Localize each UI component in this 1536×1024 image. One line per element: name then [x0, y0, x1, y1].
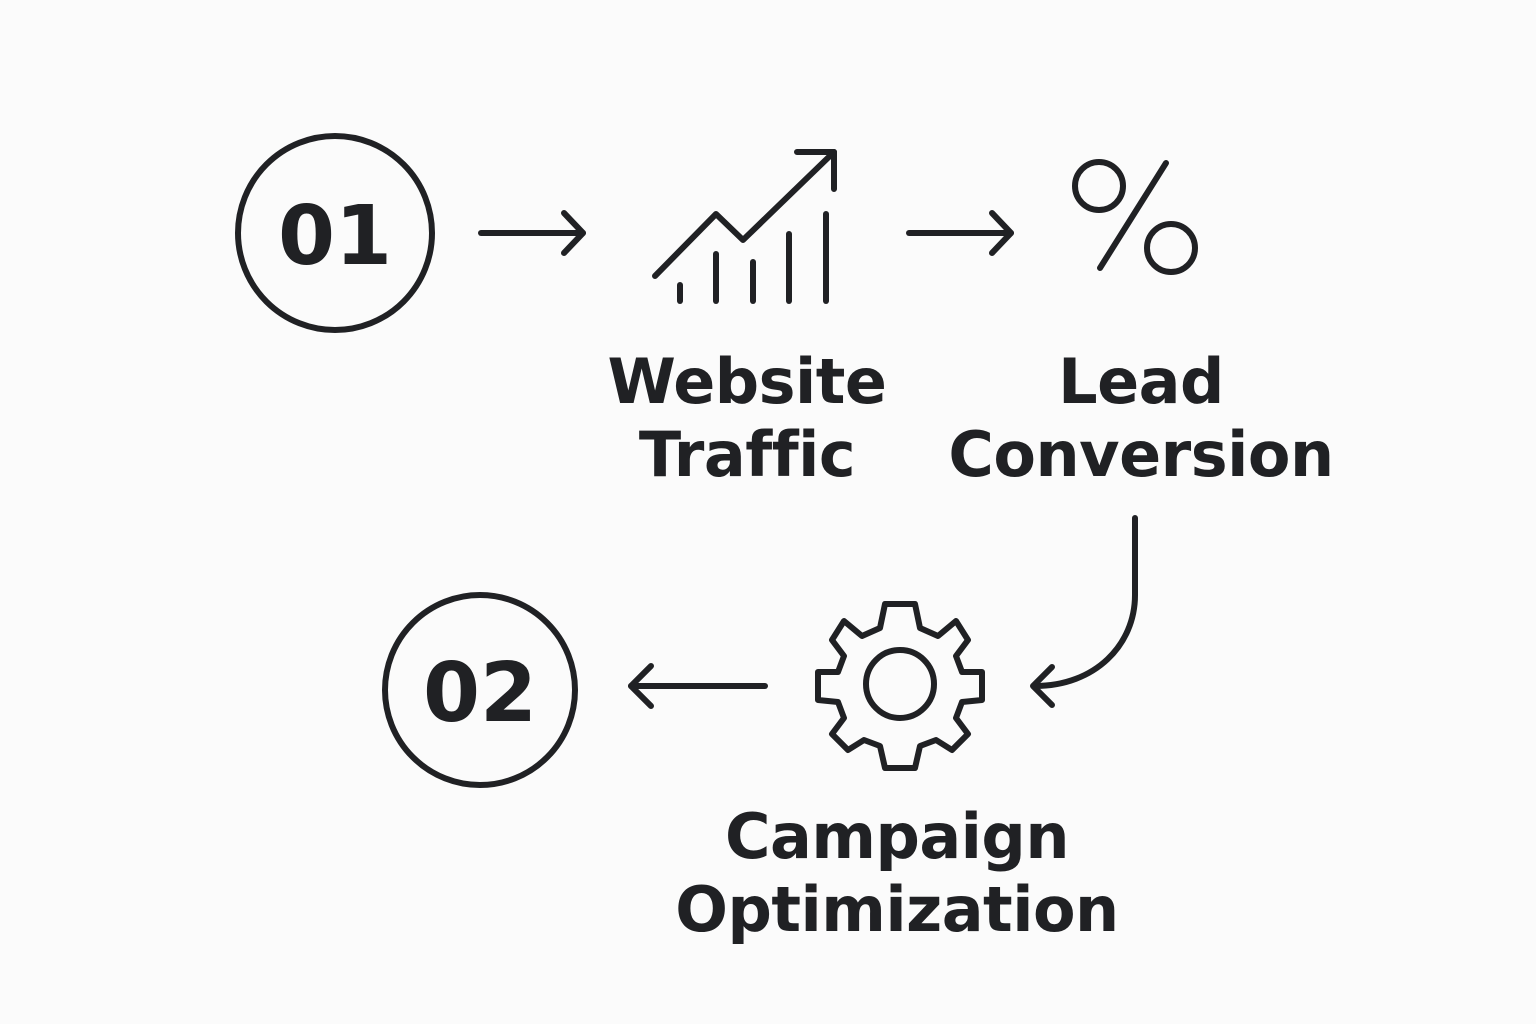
website-traffic-label-line1: Website — [607, 345, 887, 418]
lead-conversion-label: Lead Conversion — [948, 345, 1334, 491]
lead-conversion-label-line1: Lead — [1058, 345, 1224, 418]
curved-arrow-to-optimization-icon — [1030, 515, 1138, 708]
step-01-number: 01 — [278, 189, 392, 284]
arrow-to-step-02 — [628, 663, 768, 709]
step-01-badge: 01 — [235, 133, 435, 333]
website-traffic-label-line2: Traffic — [638, 418, 856, 491]
lead-conversion-label-line2: Conversion — [948, 418, 1334, 491]
step-02-circle — [382, 592, 578, 788]
step-02-badge: 02 — [382, 592, 578, 788]
gear-icon — [815, 601, 985, 771]
campaign-optimization-label: Campaign Optimization — [675, 800, 1119, 946]
step-02-number: 02 — [423, 646, 537, 741]
percent-icon — [1072, 159, 1198, 275]
trending-up-bar-chart-icon — [652, 149, 837, 304]
campaign-optimization-label-line1: Campaign — [725, 800, 1069, 873]
website-traffic-label: Website Traffic — [608, 345, 887, 491]
arrow-to-conversion-icon — [906, 210, 1014, 256]
campaign-optimization-label-line2: Optimization — [675, 873, 1119, 946]
step-01-circle — [235, 133, 435, 333]
arrow-to-traffic-icon — [478, 210, 586, 256]
